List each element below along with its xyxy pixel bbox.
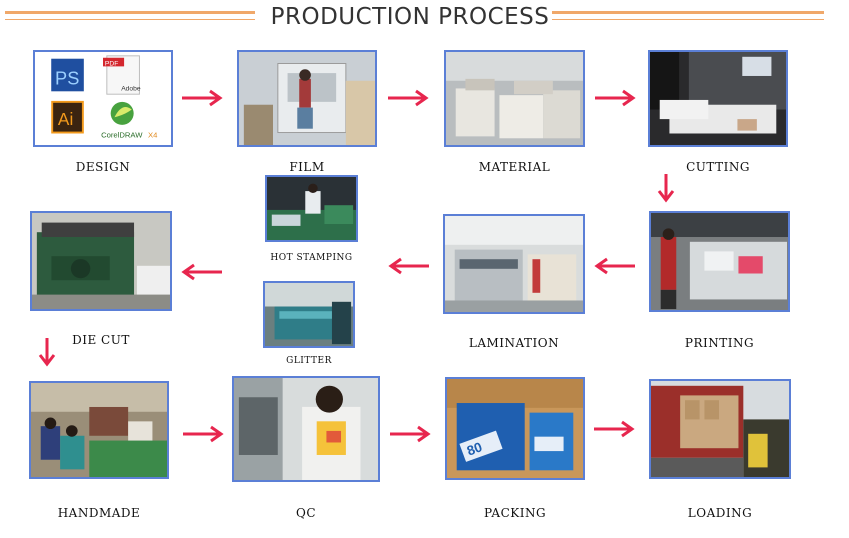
arrow-material-to-cutting [595, 89, 636, 107]
coreldraw-balloon [114, 106, 132, 118]
lamination-photo [443, 214, 585, 314]
arrow-packing-to-loading [594, 420, 635, 438]
design-photo: PS PDF Adobe Ai CorelDRAW X4 [33, 50, 173, 147]
header-rule-right-top [552, 11, 824, 14]
label-handmade: HANDMADE [57, 506, 141, 520]
header-rule-left-bottom [5, 19, 255, 20]
cutting-photo [648, 50, 788, 147]
pdf-icon-badge [103, 57, 125, 67]
label-design: DESIGN [75, 160, 131, 174]
coreldraw-x4-text: X4 [148, 130, 158, 139]
label-film: FILM [289, 160, 325, 174]
photoshop-icon [51, 58, 84, 92]
arrow-design-to-film [182, 89, 223, 107]
label-lamination: LAMINATION [468, 336, 560, 350]
qc-photo [232, 376, 380, 482]
glitter-photo [263, 281, 355, 348]
loading-photo [649, 379, 791, 479]
die-cut-photo [30, 211, 172, 311]
arrow-cutting-to-printing [657, 174, 675, 203]
illustrator-icon-inner [53, 102, 82, 132]
page-title: PRODUCTION PROCESS [270, 4, 550, 30]
arrow-handmade-to-qc [183, 425, 224, 443]
label-material: MATERIAL [478, 160, 551, 174]
label-qc: QC [295, 506, 317, 520]
film-photo [237, 50, 377, 147]
label-die-cut: DIE CUT [72, 333, 130, 347]
arrow-printing-to-lamination [594, 257, 635, 275]
label-loading: LOADING [687, 506, 753, 520]
arrow-film-to-material [388, 89, 429, 107]
arrow-lamination-to-hotstamping-glitter [388, 257, 429, 275]
material-photo [444, 50, 585, 147]
coreldraw-text: CorelDRAW [101, 130, 143, 139]
illustrator-icon-text: Ai [58, 109, 73, 129]
packing-photo: 80 [445, 377, 585, 480]
handmade-photo [29, 381, 169, 479]
arrow-qc-to-packing [390, 425, 431, 443]
header: PRODUCTION PROCESS [0, 0, 849, 34]
arrow-die-cut-to-handmade [38, 338, 56, 367]
adobe-text: Adobe [121, 85, 141, 92]
label-hot-stamping: HOT STAMPING [270, 253, 353, 263]
label-glitter: GLITTER [286, 356, 332, 366]
printing-photo [649, 211, 790, 312]
label-printing: PRINTING [684, 336, 755, 350]
pdf-icon-text: PDF [105, 60, 118, 67]
header-rule-left-top [5, 11, 255, 14]
hot-stamping-photo [265, 175, 358, 242]
label-cutting: CUTTING [686, 160, 750, 174]
photoshop-icon-text: PS [55, 69, 79, 89]
poster-text: 80 [465, 439, 484, 458]
label-packing: PACKING [483, 506, 547, 520]
arrow-glitter-to-die-cut [181, 263, 222, 281]
header-rule-right-bottom [552, 19, 824, 20]
software-icons: PS PDF Adobe Ai CorelDRAW X4 [51, 55, 158, 139]
